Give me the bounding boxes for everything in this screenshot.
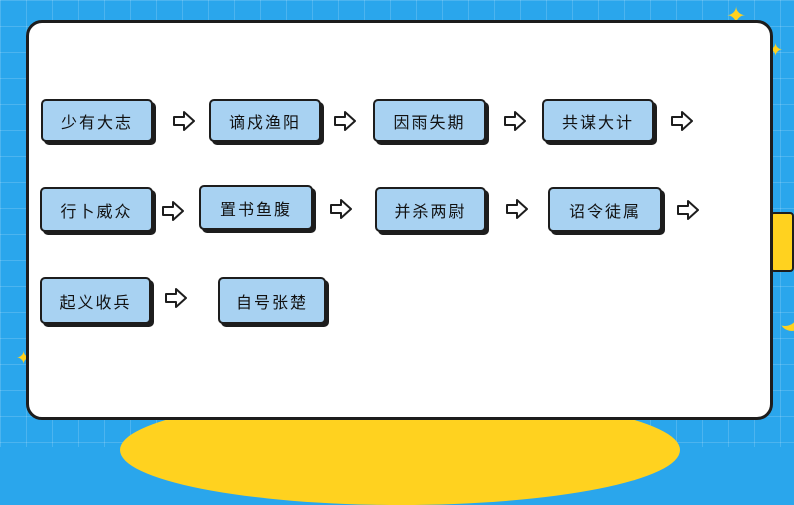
flow-node-3: 因雨失期 [373, 99, 486, 142]
flow-node-8: 诏令徒属 [548, 187, 662, 232]
flow-node-2: 谪戍渔阳 [209, 99, 321, 142]
flow-node-9: 起义收兵 [40, 277, 151, 324]
flow-node-6: 置书鱼腹 [199, 185, 313, 230]
arrow-right-icon [173, 111, 195, 131]
arrow-right-icon [162, 201, 184, 221]
arrow-right-icon [334, 111, 356, 131]
moon-icon [772, 300, 794, 326]
flow-node-10: 自号张楚 [218, 277, 326, 324]
flow-node-1: 少有大志 [41, 99, 153, 142]
flow-node-4: 共谋大计 [542, 99, 654, 142]
arrow-right-icon [165, 288, 187, 308]
arrow-right-icon [671, 111, 693, 131]
arrow-right-icon [506, 199, 528, 219]
arrow-right-icon [677, 200, 699, 220]
flow-node-7: 并杀两尉 [375, 187, 486, 232]
flow-node-5: 行卜威众 [40, 187, 153, 232]
arrow-right-icon [330, 199, 352, 219]
side-tab-decoration [770, 212, 794, 272]
arrow-right-icon [504, 111, 526, 131]
